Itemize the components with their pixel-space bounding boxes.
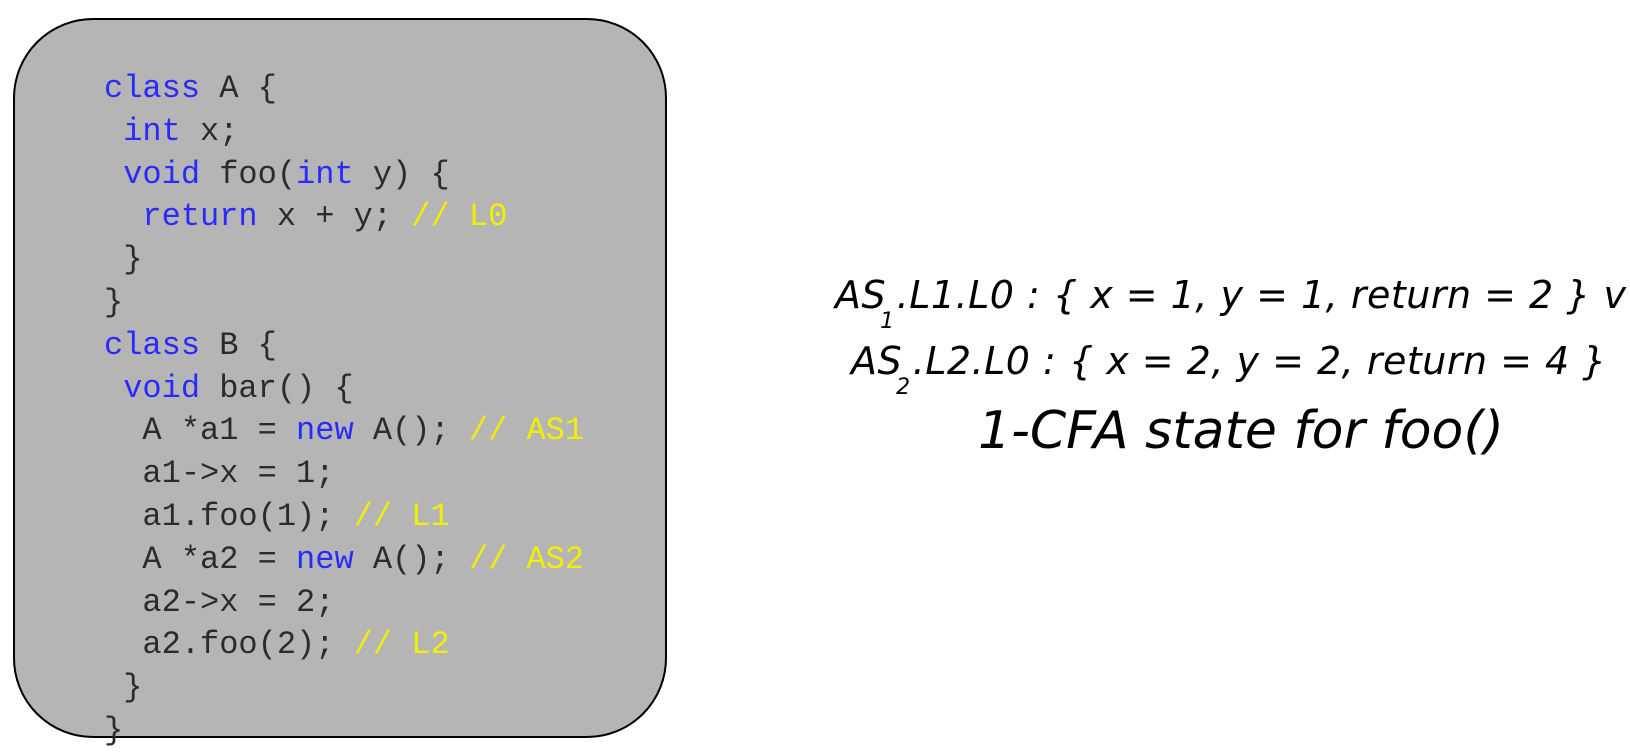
code-text: a1->x = 1;	[104, 455, 335, 493]
code-line: a1->x = 1;	[104, 453, 584, 496]
state-context: .L2.L0 : { x = 2, y = 2, return = 4 }	[912, 339, 1607, 383]
code-keyword: class	[104, 326, 201, 364]
code-text: y) {	[353, 155, 450, 193]
code-comment: // L0	[411, 198, 508, 236]
code-text: bar() {	[200, 369, 354, 407]
code-text: B {	[200, 326, 277, 364]
code-text	[104, 113, 123, 150]
code-text: foo(	[200, 155, 297, 193]
code-keyword: new	[296, 412, 354, 450]
code-comment: // AS2	[468, 540, 585, 578]
state-prefix: AS	[835, 273, 887, 317]
code-keyword: void	[123, 369, 201, 407]
code-text: x + y;	[257, 198, 412, 236]
code-listing: class A { int x; void foo(int y) { retur…	[104, 68, 584, 753]
state-line-as2: AS2.L2.L0 : { x = 2, y = 2, return = 4 }	[790, 328, 1626, 400]
code-text: }	[104, 241, 143, 279]
code-keyword: int	[296, 155, 354, 193]
code-text: a2->x = 2;	[104, 583, 335, 621]
code-line: a2->x = 2;	[104, 582, 584, 625]
code-text: A();	[353, 540, 469, 578]
code-line: int x;	[104, 111, 584, 154]
code-text	[104, 370, 123, 407]
code-text: A {	[200, 70, 277, 107]
code-comment: // L1	[353, 497, 450, 535]
code-text: }	[104, 669, 143, 707]
code-text	[104, 156, 123, 193]
code-line: }	[104, 282, 584, 325]
code-line: class A {	[104, 68, 584, 111]
code-line: A *a1 = new A(); // AS1	[104, 410, 584, 453]
code-keyword: new	[296, 540, 354, 578]
code-keyword: int	[123, 112, 181, 150]
code-text	[104, 198, 142, 235]
code-text: A *a2 =	[104, 540, 297, 578]
code-line: void foo(int y) {	[104, 154, 584, 197]
code-keyword: class	[104, 70, 201, 107]
code-text: a2.foo(2);	[104, 626, 354, 664]
code-line: a2.foo(2); // L2	[104, 624, 584, 667]
diagram-caption: 1-CFA state for foo()	[978, 401, 1504, 461]
code-text: a1.foo(1);	[104, 497, 354, 535]
state-annotation: AS1.L1.L0 : { x = 1, y = 1, return = 2 }…	[790, 262, 1626, 468]
code-line: }	[104, 239, 584, 282]
code-comment: // AS1	[468, 412, 585, 450]
code-keyword: return	[142, 198, 258, 236]
code-text: A *a1 =	[104, 412, 297, 450]
code-text: x;	[180, 112, 239, 150]
code-line: A *a2 = new A(); // AS2	[104, 539, 584, 582]
code-line: a1.foo(1); // L1	[104, 496, 584, 539]
code-line: }	[104, 710, 584, 753]
code-panel: class A { int x; void foo(int y) { retur…	[13, 18, 667, 749]
state-prefix: AS	[851, 339, 903, 383]
code-line: }	[104, 667, 584, 710]
state-line-as1: AS1.L1.L0 : { x = 1, y = 1, return = 2 }…	[790, 262, 1627, 334]
state-subscript: 1	[880, 309, 895, 334]
state-subscript: 2	[896, 375, 911, 400]
code-text: }	[104, 283, 124, 321]
code-text: }	[104, 711, 124, 749]
code-line: void bar() {	[104, 368, 584, 411]
code-keyword: void	[123, 155, 201, 193]
code-line: class B {	[104, 325, 584, 368]
code-line: return x + y; // L0	[104, 196, 584, 239]
code-text: A();	[353, 412, 469, 450]
code-comment: // L2	[353, 626, 450, 664]
state-context: .L1.L0 : { x = 1, y = 1, return = 2 } v	[896, 273, 1627, 317]
